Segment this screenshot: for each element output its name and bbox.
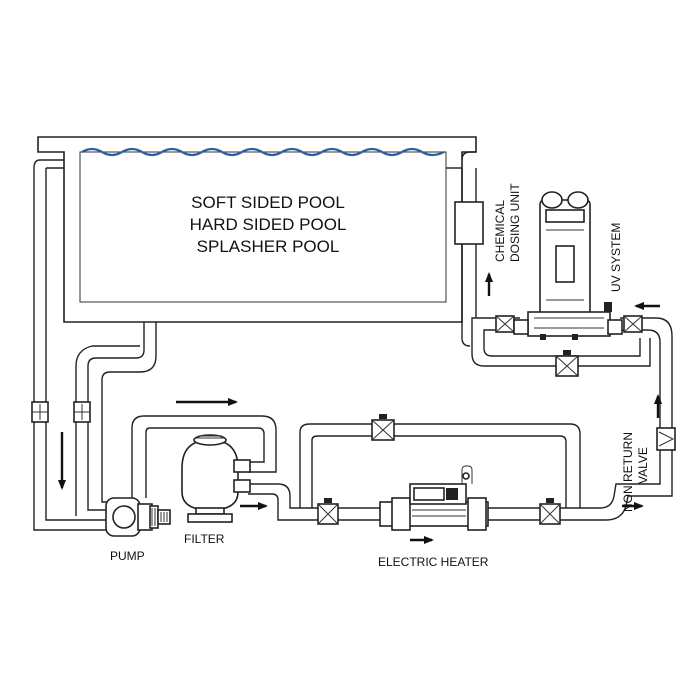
valve-heater-out[interactable]: [539, 498, 561, 525]
valve-uv-in[interactable]: [623, 315, 643, 333]
uv-label: UV SYSTEM: [609, 223, 623, 292]
pool-label-splasher: SPLASHER POOL: [197, 237, 340, 256]
heater-label: ELECTRIC HEATER: [378, 555, 489, 569]
pool-label-soft: SOFT SIDED POOL: [191, 193, 345, 212]
chemical-dosing-unit[interactable]: [454, 201, 484, 245]
nrv-label-1: NON RETURN: [621, 432, 635, 512]
pump-label: PUMP: [110, 549, 145, 563]
pipework: [33, 151, 673, 531]
chemical-label-1: CHEMICAL: [493, 200, 507, 262]
nrv-label-2: VALVE: [636, 447, 650, 484]
electric-heater[interactable]: [379, 465, 489, 531]
filter-label: FILTER: [184, 532, 225, 546]
valve-heater-in[interactable]: [317, 498, 339, 525]
pool-label-hard: HARD SIDED POOL: [190, 215, 347, 234]
valve-uv-out[interactable]: [495, 315, 515, 333]
valve-uv-bypass[interactable]: [555, 350, 579, 377]
valve-bypass[interactable]: [371, 414, 395, 441]
water-surface: [81, 147, 445, 157]
sand-filter[interactable]: [181, 434, 251, 523]
non-return-valve[interactable]: [656, 427, 676, 451]
pump[interactable]: [105, 497, 171, 537]
chemical-label-2: DOSING UNIT: [508, 183, 522, 262]
valve-left-1[interactable]: [31, 401, 49, 423]
valve-left-2[interactable]: [73, 401, 91, 423]
uv-system[interactable]: [513, 191, 623, 340]
